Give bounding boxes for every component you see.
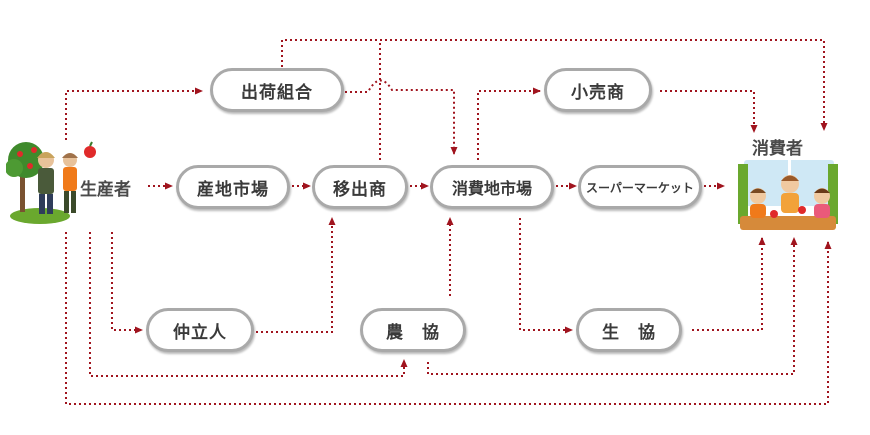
consumer-label: 消費者: [752, 139, 803, 159]
flow-consumer-market-to-coop: [519, 218, 573, 334]
flow-broker-to-merchant: [256, 217, 336, 333]
node-consumer-coop: 生 協: [576, 308, 682, 352]
flow-producer-direct-to-consumer: [65, 232, 832, 405]
flow-producer-to-shipping-union: [65, 87, 203, 140]
flow-coop-to-consumer: [692, 237, 766, 331]
node-broker: 仲立人: [146, 308, 254, 352]
flow-agri-coop-to-consumer: [427, 237, 798, 375]
node-origin-market: 産地市場: [176, 165, 290, 209]
flow-producer-to-broker: [111, 232, 143, 334]
node-agri-coop: 農 協: [360, 308, 466, 352]
node-shipping-merchant: 移出商: [312, 165, 408, 209]
node-shipping-union: 出荷組合: [210, 68, 344, 112]
node-retailer: 小売商: [544, 68, 652, 112]
node-consumer-market: 消費地市場: [430, 165, 554, 209]
node-supermarket: スーパーマーケット: [578, 165, 702, 209]
flow-retailer-to-consumer: [660, 90, 758, 133]
flow-shipping-union-to-consumer-market: [340, 79, 458, 155]
producer-label: 生産者: [80, 180, 131, 200]
producer-illustration-icon: [6, 141, 96, 224]
flow-producer-to-agri-coop: [89, 232, 408, 377]
consumer-family-illustration-icon: [738, 160, 838, 230]
flow-consumer-market-to-retailer: [477, 87, 541, 160]
